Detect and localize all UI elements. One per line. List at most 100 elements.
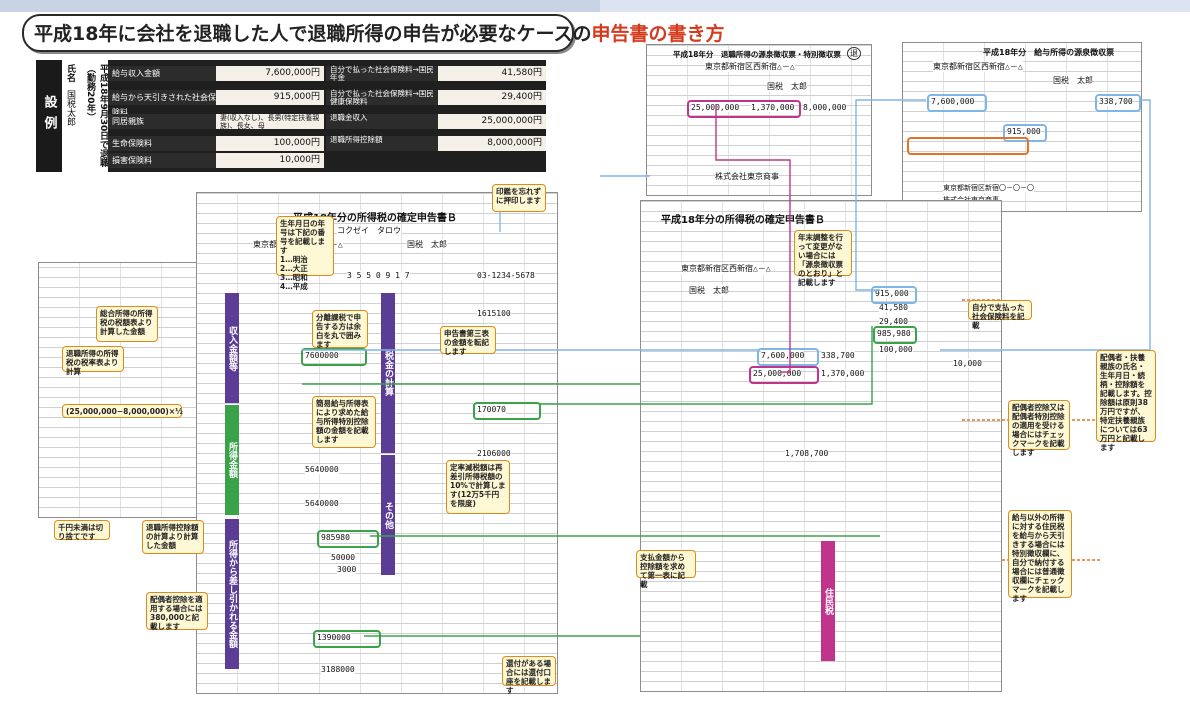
- form-b2-damage: 10,000: [953, 359, 982, 368]
- slip-salary-insurance: 915,000: [1007, 127, 1041, 136]
- form-b1-side-income: 収入金額等: [225, 293, 239, 403]
- note-round: 千円未満は切り捨てです: [54, 520, 110, 541]
- case-row: 給与収入金額 7,600,000円 自分で払った社会保険料→国民年金 41,58…: [108, 66, 546, 82]
- note-retire-calc: 退職所得控除額の計算より計算した金額: [142, 520, 204, 554]
- case-row: 損害保険料 10,000円: [108, 153, 546, 169]
- note-year-end: 年末調整を行って変更がない場合には「源泉徴収票のとおり」と記載します: [794, 230, 852, 287]
- note-refund: 還付がある場合には還付口座を記載します: [502, 656, 556, 695]
- hl-insurance: [1003, 124, 1047, 142]
- note-seal: 印鑑を忘れずに押印します: [492, 184, 546, 212]
- hl-income: [301, 348, 367, 366]
- case-row: 同居親族 妻(収入なし)、長男(特定扶養親族)、長女、母 退職金収入 25,00…: [108, 114, 546, 130]
- slip-salary-company: 東京都新宿区新宿〇－〇－〇: [943, 183, 1034, 193]
- form-thumbnail: [38, 262, 220, 518]
- form-b1-side-other: その他: [381, 455, 395, 575]
- case-label: 給与から天引きされた社会保険料: [108, 90, 216, 117]
- slip-retire: 平成18年分 退職所得の源泉徴収票・特別徴収票 退 東京都新宿区西新宿△－△ 国…: [646, 44, 872, 196]
- hl-retire: [687, 100, 801, 118]
- hl-remarks: [907, 137, 1029, 155]
- form-b1-basic-total: 1390000: [317, 633, 351, 642]
- slip-retire-name: 国税 太郎: [767, 81, 807, 92]
- case-name-value: 国税太郎: [65, 90, 75, 126]
- form-thumbnail-lines: [39, 263, 219, 517]
- form-b1-side-tax: 税金の計算: [381, 293, 395, 453]
- note-simple-table: 簡易給与所得表により求めた給与所得特別控除額の金額を記載します: [312, 396, 376, 448]
- slip-salary: 平成18年分 給与所得の源泉徴収票 東京都新宿区西新宿△－△ 国税 太郎 7,6…: [902, 42, 1142, 212]
- case-label2: 退職所得控除額: [326, 136, 438, 151]
- case-label: 損害保険料: [108, 153, 216, 168]
- form-b2-retire-tax: 1,370,000: [821, 369, 865, 378]
- slip-salary-tax: 338,700: [1099, 97, 1133, 106]
- hl-b2-social: [871, 286, 917, 304]
- case-value2: 8,000,000円: [438, 136, 546, 151]
- case-value: 915,000円: [216, 90, 324, 105]
- form-b2-side-resident: 住民税: [821, 541, 835, 661]
- note-transfer: 申告書第三表の金額を転記します: [440, 326, 496, 356]
- hl-b2-pay: [757, 348, 819, 366]
- note-separate: 分離課税で申告する方は余白を丸で囲みます: [312, 310, 368, 349]
- form-b2-social1: 915,000: [875, 289, 909, 298]
- header-stripe-left: [0, 0, 600, 12]
- form-b2-retire: 25,000,000: [753, 369, 802, 378]
- case-value: 7,600,000円: [216, 66, 324, 81]
- form-b1-side-shotoku: 所得金額: [225, 405, 239, 515]
- note-retire-rate: 退職所得の所得税の税率表より計算: [62, 346, 124, 376]
- form-b1-damage: 3000: [337, 565, 357, 574]
- form-b1-salary-income: 5640000: [305, 465, 339, 474]
- note-general-tax: 総合所得の所得税の税額表より計算した金額: [96, 306, 158, 342]
- case-value2: 25,000,000円: [438, 114, 546, 129]
- hl-basic: [313, 630, 381, 648]
- note-resident-tax: 給与以外の所得に対する住民税を給与から天引きする場合には特別徴収欄に、自分で納付…: [1008, 510, 1072, 603]
- form-b2-address: 東京都新宿区西新宿△－△: [681, 263, 771, 274]
- note-pay-deduct: 支払金額から控除額を求めて第一表に記載: [636, 550, 696, 589]
- title-pill: [22, 14, 574, 52]
- case-row: 給与から天引きされた社会保険料 915,000円 自分で払った社会保険料→国民健…: [108, 90, 546, 117]
- title-accent: 申告書の書き方: [591, 23, 725, 45]
- form-b2: 平成18年分の所得税の確定申告書Ｂ 東京都新宿区西新宿△－△ 国税 太郎 7,6…: [640, 200, 1002, 692]
- form-b2-social-total: 985,980: [877, 329, 911, 338]
- slip-salary-title: 平成18年分 給与所得の源泉徴収票: [983, 48, 1115, 57]
- hl-b2-retire: [749, 366, 819, 384]
- case-label2: 自分で払った社会保険料→国民健康保険料: [326, 90, 438, 106]
- form-b1-tax-a: 1615100: [477, 309, 511, 318]
- slip-salary-name: 国税 太郎: [1053, 75, 1093, 86]
- note-self-paid: 自分で支払った社会保険料を記載: [968, 300, 1032, 330]
- form-b1-title: 平成18年分の所得税の確定申告書Ｂ: [293, 213, 457, 224]
- form-b2-life: 100,000: [879, 345, 913, 354]
- case-value: 10,000円: [216, 153, 324, 168]
- slip-salary-pay: 7,600,000: [931, 97, 975, 106]
- slip-retire-badge: 退: [847, 47, 861, 60]
- case-label2: 自分で払った社会保険料→国民年金: [326, 66, 438, 82]
- case-value: 妻(収入なし)、長男(特定扶養親族)、長女、母: [216, 114, 324, 130]
- form-b1-name: 国税 太郎: [407, 239, 447, 250]
- slip-retire-tax: 1,370,000: [751, 103, 795, 112]
- case-name-label: 氏名: [65, 64, 75, 82]
- page-title: 平成18年に会社を退職した人で退職所得の申告が必要なケースの申告書の書き方: [34, 23, 725, 45]
- form-b2-social3: 29,400: [879, 317, 908, 326]
- case-label2: 退職金収入: [326, 114, 438, 129]
- note-dependents: 配偶者・扶養親族の氏名・生年月日・続柄・控除額を記載します。控除額は原則38万円…: [1096, 350, 1156, 452]
- case-birth: 平成18年9月30日で退職（勤務20年）: [85, 64, 108, 168]
- note-formula: (25,000,000−8,000,000)×½: [62, 404, 183, 418]
- form-b1-total: 5640000: [305, 499, 339, 508]
- slip-retire-title: 平成18年分 退職所得の源泉徴収票・特別徴収票: [673, 50, 841, 59]
- note-spouse: 配偶者控除を適用する場合には380,000と記載します: [146, 592, 208, 631]
- note-era: 生年月日の年号は下記の番号を記載します 1…明治 2…大正 3…昭和 4…平成: [276, 216, 334, 291]
- case-value2: 29,400円: [438, 90, 546, 105]
- form-b1-kana: コクゼイ タロウ: [337, 225, 401, 236]
- case-label: 生命保険料: [108, 136, 216, 151]
- form-b1-life: 50000: [331, 553, 356, 562]
- form-b2-social2: 41,580: [879, 303, 908, 312]
- slip-salary-address: 東京都新宿区西新宿△－△: [933, 61, 1023, 72]
- slip-retire-deduction: 8,000,000: [803, 103, 847, 112]
- case-value2: 41,580円: [438, 66, 546, 81]
- header-stripe-right: [600, 0, 1190, 12]
- form-b1-income: 7600000: [305, 351, 339, 360]
- note-spouse-check: 配偶者控除又は配偶者特別控除の適用を受ける場合にはチェックマークを記載します: [1008, 400, 1070, 457]
- hl-salary-tax: [1095, 94, 1141, 112]
- case-label: 同居親族: [108, 114, 216, 129]
- form-b2-name: 国税 太郎: [689, 285, 729, 296]
- case-tag: 設例: [36, 60, 62, 172]
- form-b1-taxable: 3188000: [321, 665, 355, 674]
